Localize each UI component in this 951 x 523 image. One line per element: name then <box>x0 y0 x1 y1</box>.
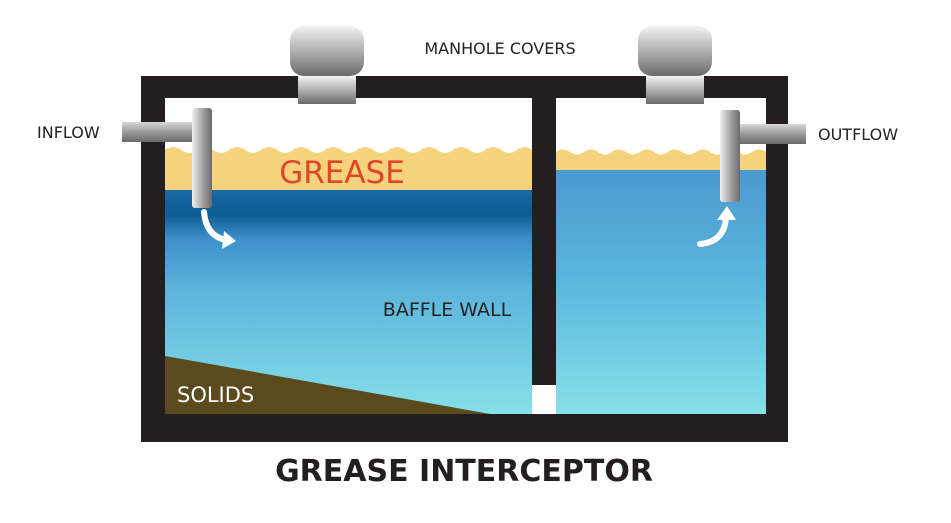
manhole-cover-right <box>638 26 712 104</box>
solids-label: SOLIDS <box>177 383 254 407</box>
baffle-wall-label: BAFFLE WALL <box>383 299 512 321</box>
diagram-title: GREASE INTERCEPTOR <box>275 454 653 489</box>
manhole-covers-label: MANHOLE COVERS <box>424 39 575 58</box>
inflow-drop-pipe <box>192 108 212 208</box>
grease-label: GREASE <box>279 155 405 191</box>
inflow-pipe <box>122 122 202 142</box>
outflow-riser-pipe <box>720 110 740 202</box>
baffle-wall <box>532 76 556 385</box>
outflow-pipe <box>730 124 806 144</box>
grease-layer-left <box>165 147 532 190</box>
curved-arrow-icon <box>201 209 236 249</box>
water-right-chamber <box>556 168 766 414</box>
inflow-label: INFLOW <box>37 123 100 142</box>
manhole-cover-left <box>290 26 364 104</box>
grease-layer-right <box>556 149 766 170</box>
outflow-label: OUTFLOW <box>818 125 898 144</box>
curved-arrow-icon <box>697 206 736 247</box>
solids-layer <box>165 356 490 414</box>
